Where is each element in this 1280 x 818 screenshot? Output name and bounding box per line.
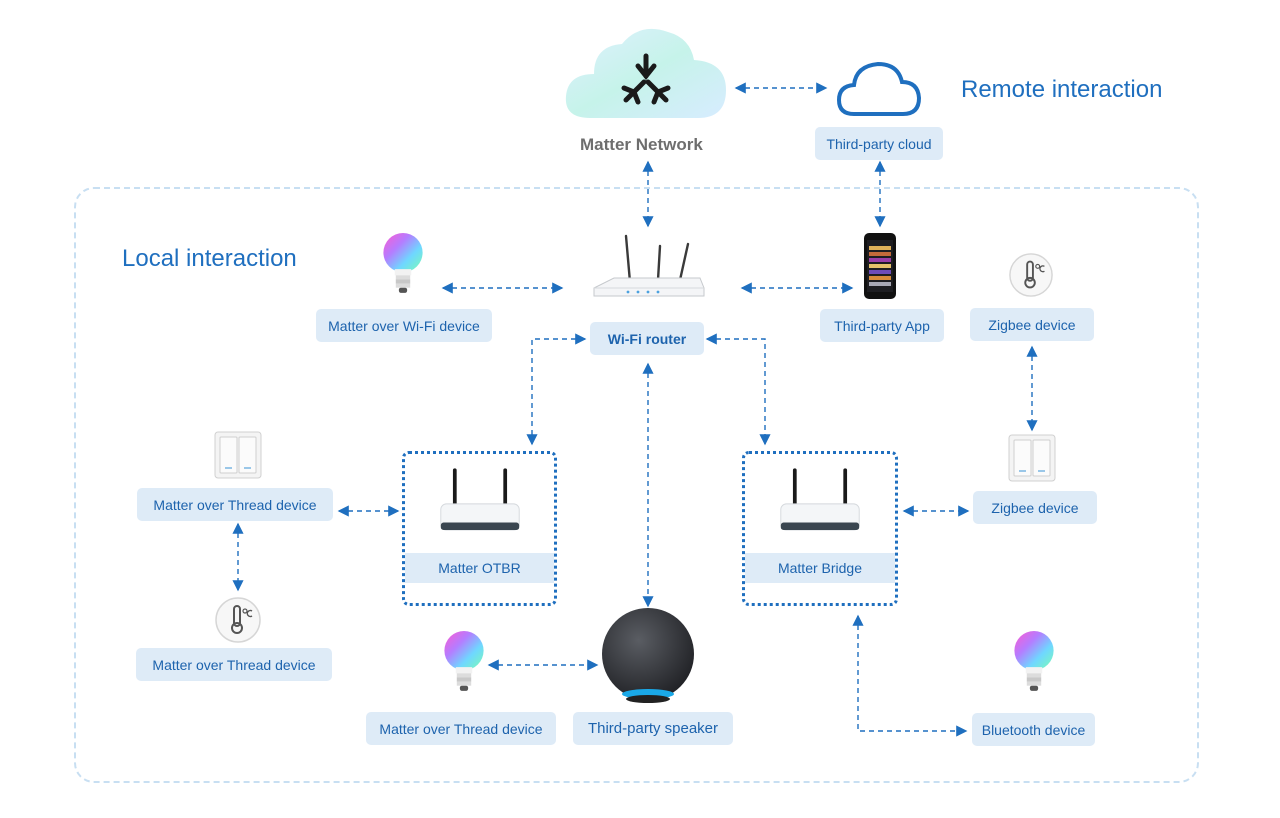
zigbee-device-sensor-label: Zigbee device xyxy=(970,308,1094,341)
matter-cloud-icon xyxy=(560,18,732,128)
thread-device-bulb-label: Matter over Thread device xyxy=(366,712,556,745)
matter-wifi-device-label: Matter over Wi-Fi device xyxy=(316,309,492,342)
matter-network-label: Matter Network xyxy=(580,135,703,154)
matter-otbr-label: Matter OTBR xyxy=(405,553,554,583)
third-party-speaker-label: Third-party speaker xyxy=(573,712,733,745)
matter-bridge-label: Matter Bridge xyxy=(745,553,895,583)
smart-speaker-icon xyxy=(600,608,696,704)
wall-switch-icon xyxy=(214,431,262,479)
remote-interaction-heading: Remote interaction xyxy=(961,76,1163,103)
local-interaction-area xyxy=(74,187,1199,783)
smart-bulb-icon xyxy=(382,232,424,298)
wifi-router-label: Wi-Fi router xyxy=(590,322,704,355)
gateway-icon xyxy=(438,464,522,540)
wifi-router-icon xyxy=(588,232,710,304)
bluetooth-device-label: Bluetooth device xyxy=(972,713,1095,746)
local-interaction-heading: Local interaction xyxy=(122,245,297,272)
zigbee-device-switch-label: Zigbee device xyxy=(973,491,1097,524)
smart-bulb-icon xyxy=(443,630,485,696)
third-party-cloud-label: Third-party cloud xyxy=(815,127,943,160)
thread-device-switch-label: Matter over Thread device xyxy=(137,488,333,521)
temperature-sensor-icon xyxy=(214,596,262,644)
third-party-app-label: Third-party App xyxy=(820,309,944,342)
smart-bulb-icon xyxy=(1013,630,1055,696)
wall-switch-icon xyxy=(1008,434,1056,482)
cloud-outline-icon xyxy=(836,58,922,118)
gateway-icon xyxy=(778,464,862,540)
thread-device-sensor-label: Matter over Thread device xyxy=(136,648,332,681)
matter-otbr-hub: Matter OTBR xyxy=(402,451,557,606)
smartphone-app-icon xyxy=(863,232,897,300)
temperature-sensor-icon xyxy=(1008,252,1054,298)
matter-bridge-hub: Matter Bridge xyxy=(742,451,898,606)
